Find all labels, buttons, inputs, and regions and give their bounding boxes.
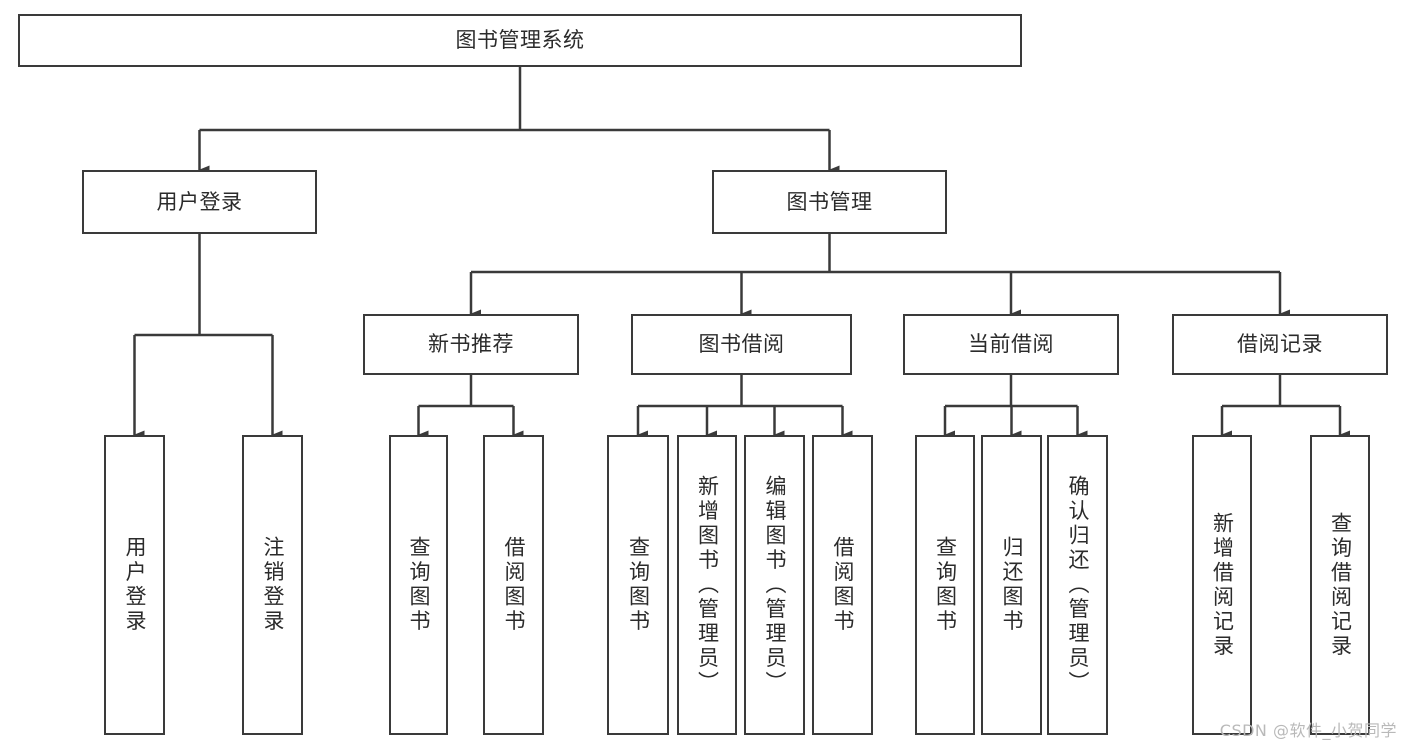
leaf-borrow-book-2-label: 借阅图书 xyxy=(831,536,855,634)
node-user-login-label: 用户登录 xyxy=(156,189,243,214)
leaf-query-book-3[interactable]: 查询图书 xyxy=(915,435,975,735)
node-new-book-recommend[interactable]: 新书推荐 xyxy=(363,314,579,375)
leaf-query-book-2-label: 查询图书 xyxy=(626,536,651,634)
node-root-label: 图书管理系统 xyxy=(455,28,585,53)
leaf-query-borrow-record[interactable]: 查询借阅记录 xyxy=(1310,435,1370,735)
node-book-management-label: 图书管理 xyxy=(786,189,873,214)
leaf-query-book-3-label: 查询图书 xyxy=(933,536,958,634)
leaf-query-borrow-record-label: 查询借阅记录 xyxy=(1328,511,1353,659)
leaf-user-login-label: 用户登录 xyxy=(123,536,147,634)
leaf-query-book-1[interactable]: 查询图书 xyxy=(389,435,448,735)
node-user-login[interactable]: 用户登录 xyxy=(82,170,317,234)
leaf-confirm-return[interactable]: 确认归还（管理员） xyxy=(1047,435,1108,735)
leaf-return-book-label: 归还图书 xyxy=(1000,536,1024,634)
node-book-borrow-label: 图书借阅 xyxy=(698,332,785,357)
leaf-add-book-label: 新增图书（管理员） xyxy=(695,474,720,696)
leaf-edit-book-label: 编辑图书（管理员） xyxy=(763,474,787,696)
connector-edges xyxy=(133,67,1350,440)
node-borrow-record[interactable]: 借阅记录 xyxy=(1172,314,1388,375)
node-book-management[interactable]: 图书管理 xyxy=(712,170,947,234)
leaf-add-borrow-record-label: 新增借阅记录 xyxy=(1210,511,1235,659)
leaf-user-login[interactable]: 用户登录 xyxy=(104,435,165,735)
leaf-add-borrow-record[interactable]: 新增借阅记录 xyxy=(1192,435,1252,735)
leaf-query-book-1-label: 查询图书 xyxy=(407,536,431,634)
node-root[interactable]: 图书管理系统 xyxy=(18,14,1022,67)
leaf-query-book-2[interactable]: 查询图书 xyxy=(607,435,669,735)
node-current-borrow-label: 当前借阅 xyxy=(968,332,1054,357)
node-current-borrow[interactable]: 当前借阅 xyxy=(903,314,1119,375)
leaf-borrow-book-2[interactable]: 借阅图书 xyxy=(812,435,873,735)
leaf-borrow-book-1-label: 借阅图书 xyxy=(502,536,526,634)
node-book-borrow[interactable]: 图书借阅 xyxy=(631,314,852,375)
node-borrow-record-label: 借阅记录 xyxy=(1237,332,1323,357)
leaf-borrow-book-1[interactable]: 借阅图书 xyxy=(483,435,544,735)
leaf-return-book[interactable]: 归还图书 xyxy=(981,435,1042,735)
leaf-confirm-return-label: 确认归还（管理员） xyxy=(1066,474,1090,696)
leaf-add-book[interactable]: 新增图书（管理员） xyxy=(677,435,737,735)
leaf-logout[interactable]: 注销登录 xyxy=(242,435,303,735)
leaf-logout-label: 注销登录 xyxy=(261,536,285,634)
node-new-book-recommend-label: 新书推荐 xyxy=(428,332,514,357)
leaf-edit-book[interactable]: 编辑图书（管理员） xyxy=(744,435,805,735)
